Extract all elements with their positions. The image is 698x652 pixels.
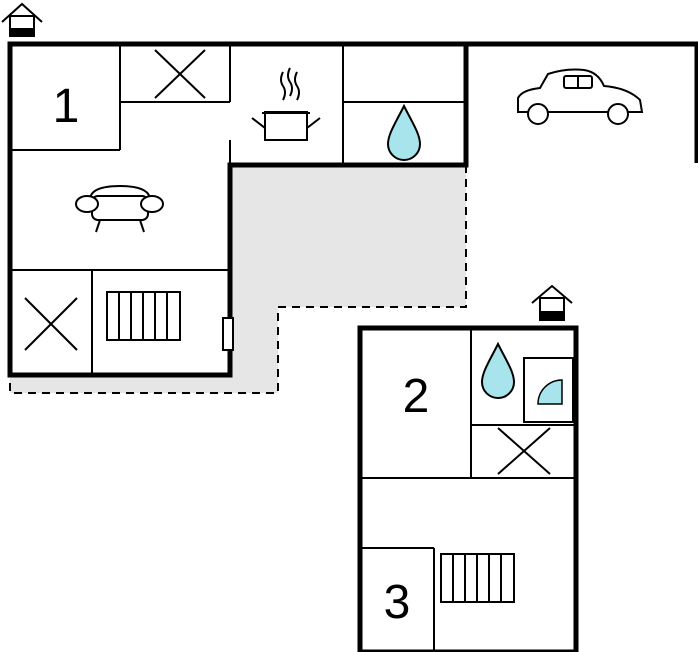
room-label-3: 3	[384, 576, 411, 629]
cooking-pot-icon	[251, 67, 321, 141]
terrace-dashed-outline	[9, 165, 467, 394]
water-drop-icon-2	[480, 341, 516, 399]
building-main	[7, 41, 698, 378]
bed-cross-icon-2	[24, 297, 78, 351]
stairs-icon-2	[440, 553, 515, 603]
terrace-area	[10, 165, 466, 393]
car-icon	[517, 68, 644, 125]
stairs-icon	[106, 291, 181, 341]
water-drop-icon	[386, 103, 422, 161]
room-label-1: 1	[53, 80, 80, 133]
shower-icon	[537, 379, 563, 405]
sofa-icon	[75, 184, 164, 233]
house-entrance-icon	[1, 2, 43, 37]
door-marker	[222, 317, 234, 351]
building-second	[357, 325, 579, 652]
house-entrance-icon-2	[531, 284, 573, 321]
bed-cross-icon-3	[497, 427, 551, 475]
room-label-2: 2	[403, 370, 430, 423]
bed-cross-icon	[154, 49, 206, 99]
